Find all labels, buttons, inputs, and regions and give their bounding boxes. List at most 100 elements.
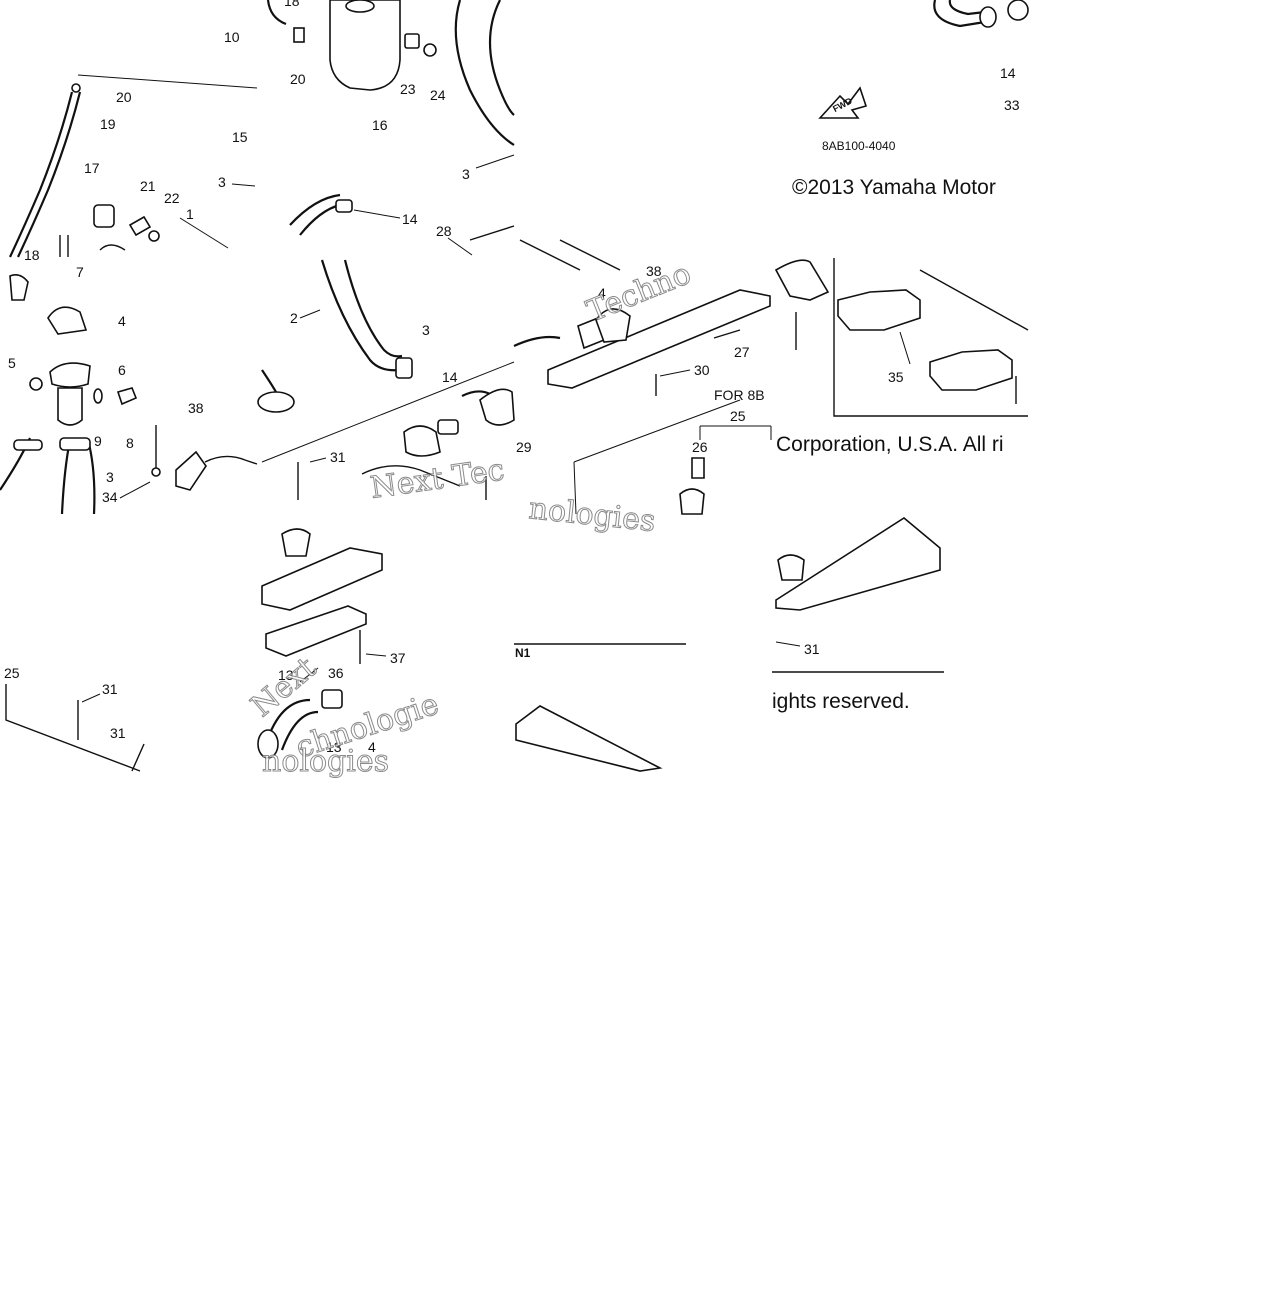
copyright-line-1: ©2013 Yamaha Motor	[792, 176, 996, 199]
hose-left-f	[513, 335, 561, 347]
callout-25b: 25	[4, 665, 20, 681]
bolt-left	[29, 377, 43, 391]
callout-2: 2	[290, 310, 298, 326]
frame-tube-inner	[488, 0, 515, 116]
fitting-center	[403, 425, 441, 457]
panel-edge-g	[919, 269, 1029, 331]
bolt-21	[128, 215, 152, 237]
callout-21: 21	[140, 178, 156, 194]
sensor-8	[116, 387, 138, 406]
bracket-frame-left	[573, 461, 577, 515]
callout-31b: 31	[102, 681, 118, 697]
gasket-9	[93, 388, 103, 404]
callout-33: 33	[1004, 97, 1020, 113]
tile-lower-left	[5, 684, 145, 772]
callouts: 18 10 20 23 24 16 20 19 15 3 3 17 21 22 …	[4, 0, 1020, 755]
fitting-top	[1007, 0, 1029, 21]
callout-4b: 4	[598, 285, 606, 301]
panel-25	[5, 684, 141, 772]
hose-14b	[461, 390, 491, 397]
leader-31	[309, 457, 327, 463]
leader-37	[365, 653, 387, 657]
callout-35: 35	[888, 369, 904, 385]
clamp-top	[979, 6, 997, 28]
clamp-3	[59, 437, 91, 451]
clamp-3	[395, 357, 413, 379]
plate-35a	[837, 289, 921, 331]
clip-20	[293, 27, 305, 43]
leader-line-28	[447, 237, 473, 256]
callout-3b: 3	[462, 166, 470, 182]
leader-31k	[81, 693, 101, 703]
nut-23	[404, 33, 420, 49]
tile-middle-center	[257, 259, 515, 500]
callout-18b: 18	[24, 247, 40, 263]
rivet-31k2	[131, 743, 145, 772]
tile-middle-left	[0, 274, 258, 515]
callout-19: 19	[100, 116, 116, 132]
leader-line-1	[179, 217, 229, 249]
hose-13-end	[257, 729, 279, 759]
callout-36: 36	[328, 665, 344, 681]
leader-36	[299, 667, 319, 683]
hose-14-top	[933, 0, 986, 28]
leader-line-3	[231, 183, 256, 187]
hose-19	[9, 91, 74, 258]
callout-6: 6	[118, 362, 126, 378]
callout-3c: 3	[106, 469, 114, 485]
tile-upper-right	[519, 0, 1029, 271]
bracket-36	[265, 605, 367, 657]
hose-13-edge	[280, 710, 319, 751]
callout-4a: 4	[118, 313, 126, 329]
callout-10: 10	[224, 29, 240, 45]
washer-22	[148, 230, 160, 242]
watermark-6: nologies	[262, 744, 389, 779]
tile-lower-right	[514, 643, 686, 772]
tile-upper-middle	[266, 0, 515, 256]
thermostat-body	[57, 387, 83, 426]
callout-31a: 31	[330, 449, 346, 465]
panel-n1	[515, 705, 663, 772]
hose-right	[60, 439, 72, 515]
callout-4c: 4	[368, 739, 376, 755]
reservoir-tank-16	[329, 0, 401, 91]
callout-28: 28	[436, 223, 452, 239]
washer-34	[151, 467, 161, 477]
callout-1: 1	[186, 206, 194, 222]
callout-29: 29	[516, 439, 532, 455]
clamp-4c	[321, 689, 343, 709]
n1-label: N1	[515, 646, 531, 660]
clamp-left	[9, 274, 29, 301]
hose-14-top-edge	[948, 0, 986, 16]
tile-far-right	[774, 258, 1029, 417]
hose-2-edge	[343, 259, 403, 358]
bracket-frame-top	[573, 399, 741, 463]
clamp-20	[71, 83, 81, 93]
fitting-j	[777, 554, 805, 581]
callout-8: 8	[126, 435, 134, 451]
callout-14a: 14	[402, 211, 418, 227]
fitting-26	[679, 488, 705, 515]
fitting-lower	[281, 528, 311, 557]
callout-23: 23	[400, 81, 416, 97]
radiator-bracket-27	[547, 289, 771, 389]
copyright-line-2: Corporation, U.S.A. All ri	[776, 433, 1004, 456]
callout-9: 9	[94, 433, 102, 449]
hose-2	[320, 259, 401, 372]
plate-35b	[929, 349, 1013, 391]
callout-15: 15	[232, 129, 248, 145]
washer-24	[423, 43, 437, 57]
leader-line-3b	[475, 154, 515, 169]
callout-14b: 14	[442, 369, 458, 385]
callout-31d: 31	[804, 641, 820, 657]
leader-line-14	[353, 209, 401, 219]
fitting-34	[175, 450, 207, 491]
fitting-27	[595, 308, 631, 343]
hose-19-edge	[17, 91, 82, 258]
watermark-3: nologies	[527, 491, 657, 539]
tank-part	[774, 259, 830, 301]
callout-13b: 13	[326, 739, 342, 755]
callout-7: 7	[76, 264, 84, 280]
